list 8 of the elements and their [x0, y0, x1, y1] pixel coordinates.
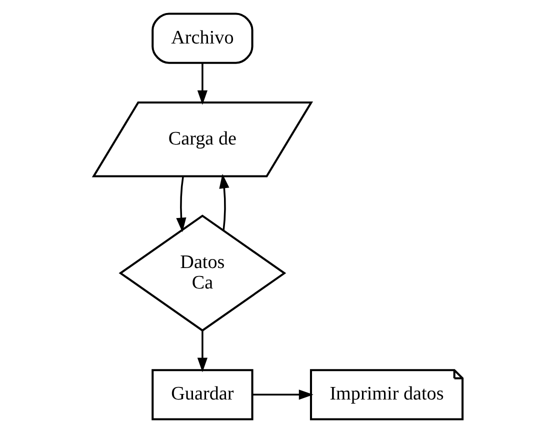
arrow [196, 330, 208, 372]
arrow [176, 176, 186, 232]
node-box: Guardar [151, 369, 253, 420]
node-box: Archivo [151, 12, 253, 64]
arrow [252, 390, 313, 400]
arrow [218, 174, 229, 231]
arrow [196, 62, 208, 105]
node-diamond: Datos Ca [118, 214, 286, 332]
